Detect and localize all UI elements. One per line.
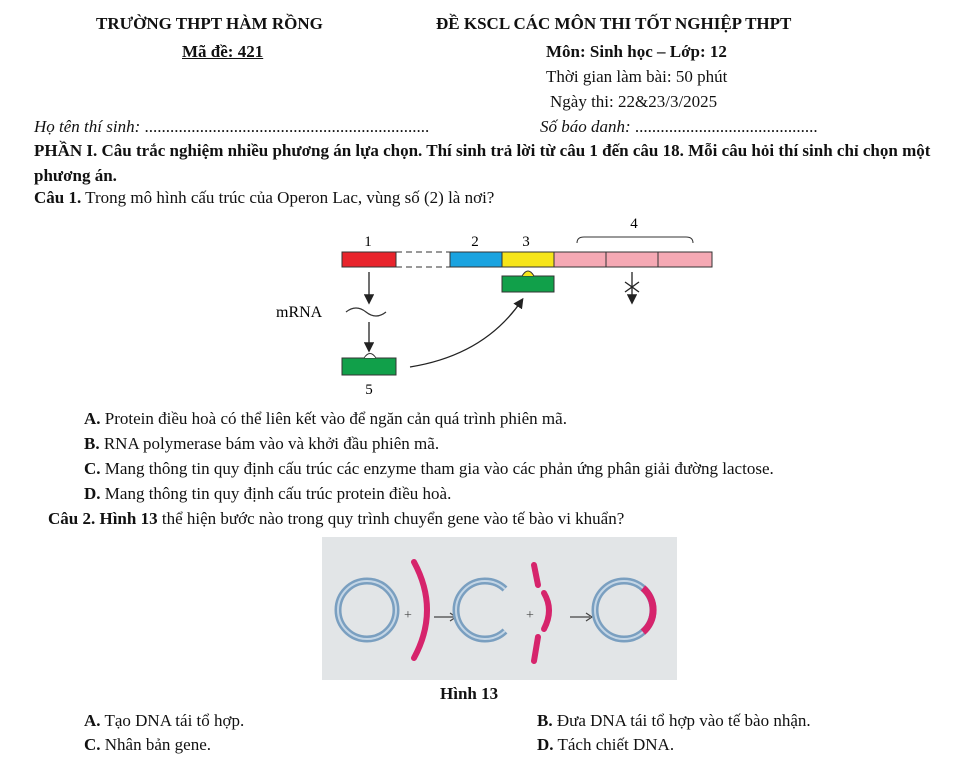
- exam-date: Ngày thi: 22&23/3/2025: [550, 92, 718, 111]
- q1-option-b-text: RNA polymerase bám vào và khởi đầu phiên…: [99, 434, 440, 453]
- mrna-label: mRNA: [276, 304, 323, 321]
- repressor-bound: [501, 275, 555, 293]
- gene-fragment: [411, 559, 430, 661]
- gene-z-block: [553, 251, 607, 268]
- q2-option-a[interactable]: A. Tạo DNA tái tổ hợp.: [84, 711, 244, 731]
- part1-instruction: PHẦN I. Câu trắc nghiệm nhiều phương án …: [34, 141, 931, 185]
- cut-plasmid-highlight: [455, 580, 506, 640]
- q2-option-c-key: C.: [84, 735, 101, 754]
- plus-sign-1: +: [404, 608, 412, 623]
- q1-option-b[interactable]: B. RNA polymerase bám vào và khởi đầu ph…: [84, 434, 439, 454]
- process-arrow-2-head: [585, 612, 594, 622]
- q2-option-b-text: Đưa DNA tái tổ hợp vào tế bào nhận.: [552, 711, 811, 730]
- figure-label-2: 2: [471, 234, 479, 250]
- question-1: Câu 1. Trong mô hình cấu trúc của Operon…: [34, 188, 494, 208]
- duration-line: Thời gian làm bài: 50 phút: [546, 67, 728, 86]
- q1-option-a-key: A.: [84, 409, 101, 428]
- q1-option-a[interactable]: A. Protein điều hoà có thể liên kết vào …: [84, 409, 567, 429]
- question-2-figure-ref: Hình 13: [95, 509, 158, 528]
- exam-title: ĐỀ KSCL CÁC MÔN THI TỐT NGHIỆP THPT: [436, 14, 792, 33]
- figure-label-1: 1: [364, 234, 372, 250]
- plus-sign-2: +: [526, 608, 534, 623]
- q2-option-d-key: D.: [537, 735, 554, 754]
- question-2: Câu 2. Hình 13 thể hiện bước nào trong q…: [48, 509, 624, 529]
- q1-option-c-text: Mang thông tin quy định cấu trúc các enz…: [100, 459, 774, 478]
- q1-option-a-text: Protein điều hoà có thể liên kết vào để …: [100, 409, 567, 428]
- student-name-label: Họ tên thí sinh:: [34, 117, 145, 136]
- q1-option-b-key: B.: [84, 434, 100, 453]
- q2-option-a-text: Tạo DNA tái tổ hợp.: [100, 711, 245, 730]
- mrna-strand: [345, 307, 387, 317]
- q2-option-a-key: A.: [84, 711, 101, 730]
- figure-13: + +: [322, 537, 677, 680]
- student-id-dots: ........................................…: [634, 117, 818, 136]
- regulator-gene-block: [341, 251, 397, 268]
- gene-insert: [541, 590, 552, 632]
- figure-label-4: 4: [630, 216, 638, 232]
- q2-option-d-text: Tách chiết DNA.: [553, 735, 675, 754]
- q1-option-d[interactable]: D. Mang thông tin quy định cấu trúc prot…: [84, 484, 451, 504]
- figure-label-5: 5: [365, 382, 373, 398]
- question-1-text: Trong mô hình cấu trúc của Operon Lac, v…: [81, 188, 495, 207]
- school-name: TRƯỜNG THPT HÀM RỒNG: [96, 14, 323, 33]
- figure-13-caption: Hình 13: [440, 684, 499, 703]
- operator-block: [501, 251, 555, 268]
- promoter-block: [449, 251, 503, 268]
- q1-option-d-key: D.: [84, 484, 101, 503]
- binding-arrow: [409, 297, 524, 368]
- structural-genes-brace: [576, 236, 694, 244]
- exam-code: Mã đề: 421: [182, 42, 264, 61]
- q2-option-d[interactable]: D. Tách chiết DNA.: [537, 735, 674, 755]
- recombinant-insert: [640, 585, 657, 635]
- figure-13-background: [322, 537, 677, 680]
- repressor-bound-notch: [521, 270, 535, 277]
- sticky-end-top: [531, 562, 541, 588]
- q2-option-c[interactable]: C. Nhân bản gene.: [84, 735, 211, 755]
- q2-option-b-key: B.: [537, 711, 553, 730]
- student-name-row: Họ tên thí sinh: .......................…: [34, 117, 429, 137]
- q2-option-b[interactable]: B. Đưa DNA tái tổ hợp vào tế bào nhận.: [537, 711, 811, 731]
- gene-a-block: [657, 251, 713, 268]
- question-1-number: Câu 1.: [34, 188, 82, 207]
- question-2-number: Câu 2.: [48, 509, 96, 528]
- sticky-end-bottom: [531, 634, 541, 664]
- q2-option-c-text: Nhân bản gene.: [100, 735, 211, 754]
- operon-lac-figure: 1 2 3 4 mRNA 5: [276, 216, 713, 398]
- block-cross-2: [624, 281, 640, 293]
- student-name-dots: ........................................…: [144, 117, 430, 136]
- question-2-text: thể hiện bước nào trong quy trình chuyển…: [157, 509, 625, 528]
- repressor-protein-notch: [363, 353, 377, 359]
- student-id-row: Số báo danh: ...........................…: [540, 117, 818, 137]
- subject-line: Môn: Sinh học – Lớp: 12: [546, 42, 727, 61]
- repressor-protein: [341, 357, 397, 376]
- figure-label-3: 3: [522, 234, 530, 250]
- plasmid-circle-1-highlight: [337, 580, 397, 640]
- q1-option-d-text: Mang thông tin quy định cấu trúc protein…: [100, 484, 452, 503]
- gene-y-block: [605, 251, 659, 268]
- student-id-label: Số báo danh:: [540, 117, 635, 136]
- q1-option-c[interactable]: C. Mang thông tin quy định cấu trúc các …: [84, 459, 774, 479]
- q1-option-c-key: C.: [84, 459, 101, 478]
